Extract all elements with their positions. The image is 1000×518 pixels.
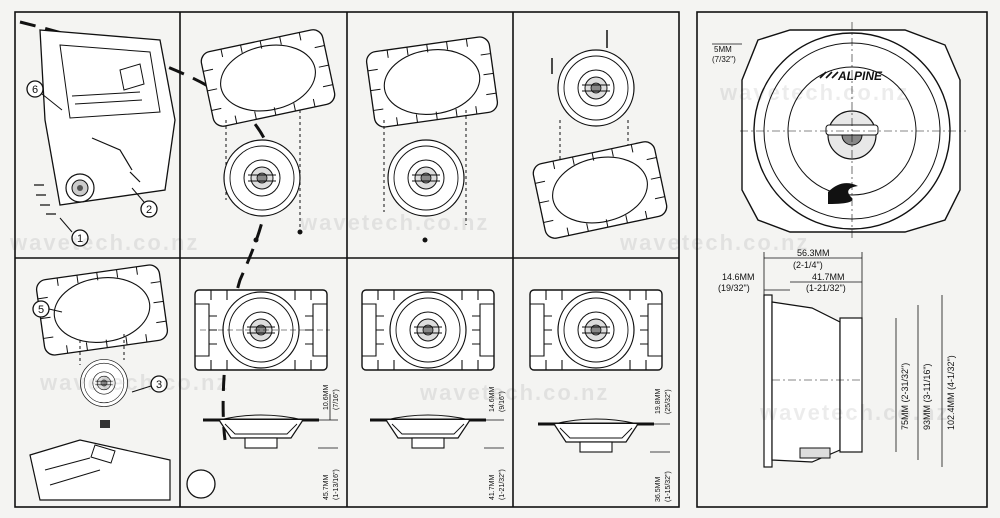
callout-5: 5 <box>32 300 63 318</box>
svg-text:3: 3 <box>156 379 162 391</box>
speaker-side-view <box>763 294 863 468</box>
brand-logo: ALPINE <box>837 69 883 83</box>
p7-total-in: (1-21/32") <box>499 469 506 500</box>
dim-rear-mm: 41.7MM <box>812 272 845 282</box>
panel-oem-bracket-a <box>198 27 338 243</box>
dim-rear-in: (1-21/32") <box>806 283 846 293</box>
svg-text:5MM: 5MM <box>714 45 732 54</box>
panel-oem-bracket-c <box>530 30 670 241</box>
panel-grid <box>14 11 988 508</box>
svg-text:(7/32"): (7/32") <box>712 55 736 64</box>
p7-depth-mm: 14.6MM <box>489 387 496 412</box>
callout-6: 6 <box>26 80 63 111</box>
panel-oem-bracket-b <box>364 35 500 243</box>
panel-bracket-removal <box>29 263 171 501</box>
dim-outer-dia: 102.4MM (4-1/32") <box>946 355 956 430</box>
depth-dimensions <box>763 252 863 320</box>
p6-total-mm: 45.7MM <box>323 475 330 500</box>
p6-depth-in: (7/16") <box>333 389 340 410</box>
svg-text:wavetech.co.nz: wavetech.co.nz <box>419 380 609 405</box>
dim-front-mm: 14.6MM <box>722 272 755 282</box>
svg-text:wavetech.co.nz: wavetech.co.nz <box>9 230 199 255</box>
svg-text:wavetech.co.nz: wavetech.co.nz <box>619 230 809 255</box>
p8-depth-in: (25/32") <box>665 389 672 414</box>
svg-text:5: 5 <box>38 304 44 316</box>
watermark: wavetech.co.nz wavetech.co.nz wavetech.c… <box>9 80 949 425</box>
callout-1: 1 <box>59 217 89 247</box>
panel-frame-b: 14.6MM (9/16") 41.7MM (1-21/32") <box>361 289 506 500</box>
dim-front-in: (19/32") <box>718 283 750 293</box>
flange-thickness-dimension: 5MM (7/32") <box>712 43 742 64</box>
panel-door-removal <box>34 29 176 215</box>
callout-2: 2 <box>131 187 158 218</box>
svg-text:wavetech.co.nz: wavetech.co.nz <box>39 370 229 395</box>
p8-total-in: (1-15/32") <box>665 471 672 502</box>
dim-magnet-dia: 75MM (2-31/32") <box>900 363 910 430</box>
panel-frame-a: 10.6MM (7/16") 45.7MM (1-13/16") <box>186 289 340 500</box>
dim-overall-depth-mm: 56.3MM <box>797 248 830 258</box>
p6-total-in: (1-13/16") <box>333 469 340 500</box>
svg-text:2: 2 <box>146 204 152 216</box>
dim-basket-dia: 93MM (3-11/16") <box>922 363 932 430</box>
panel-frame-c: 19.8MM (25/32") 36.5MM (1-15/32") <box>529 289 672 502</box>
dim-overall-depth-in: (2-1/4") <box>793 260 823 270</box>
svg-text:wavetech.co.nz: wavetech.co.nz <box>759 400 949 425</box>
svg-text:1: 1 <box>77 233 83 245</box>
callout-3: 3 <box>131 375 168 393</box>
p8-depth-mm: 19.8MM <box>655 389 662 414</box>
p6-depth-mm: 10.6MM <box>323 385 330 410</box>
p7-total-mm: 41.7MM <box>489 475 496 500</box>
svg-text:6: 6 <box>32 84 38 96</box>
p7-depth-in: (9/16") <box>499 391 506 412</box>
svg-text:wavetech.co.nz: wavetech.co.nz <box>719 80 909 105</box>
svg-text:wavetech.co.nz: wavetech.co.nz <box>299 210 489 235</box>
speaker-front-view: ALPINE <box>740 22 966 240</box>
diameter-dimensions <box>895 295 943 467</box>
p8-total-mm: 36.5MM <box>655 477 662 502</box>
